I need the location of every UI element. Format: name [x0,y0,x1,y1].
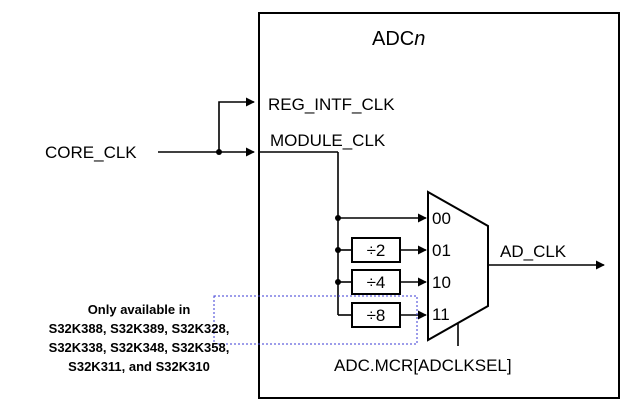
note-line-3: S32K338, S32K348, S32K358, [49,340,230,355]
note-line-1: Only available in [88,302,191,317]
reg-intf-clk-wire [218,97,255,152]
reg-intf-clk-label: REG_INTF_CLK [268,95,395,114]
block-title: ADCn [372,28,425,50]
module-clk-label: MODULE_CLK [270,131,386,150]
divider-8-box [351,302,401,328]
adc-block [258,12,620,399]
mux-input-10: 10 [432,273,451,292]
divider-4-label: ÷4 [367,273,386,292]
note-line-2: S32K388, S32K389, S32K328, [49,321,230,336]
divider-8-label: ÷8 [367,306,386,325]
select-register-label: ADC.MCR[ADCLKSEL] [334,356,512,375]
note-line-4: S32K311, and S32K310 [68,359,210,374]
clock-mux [427,190,489,342]
core-clk-label: CORE_CLK [45,143,137,162]
availability-highlight [213,295,418,345]
divider-2-label: ÷2 [367,241,386,260]
mux-input-11: 11 [432,305,450,324]
mux-input-00: 00 [432,209,451,228]
ad-clk-label: AD_CLK [500,242,567,261]
mux-input-01: 01 [432,241,451,260]
